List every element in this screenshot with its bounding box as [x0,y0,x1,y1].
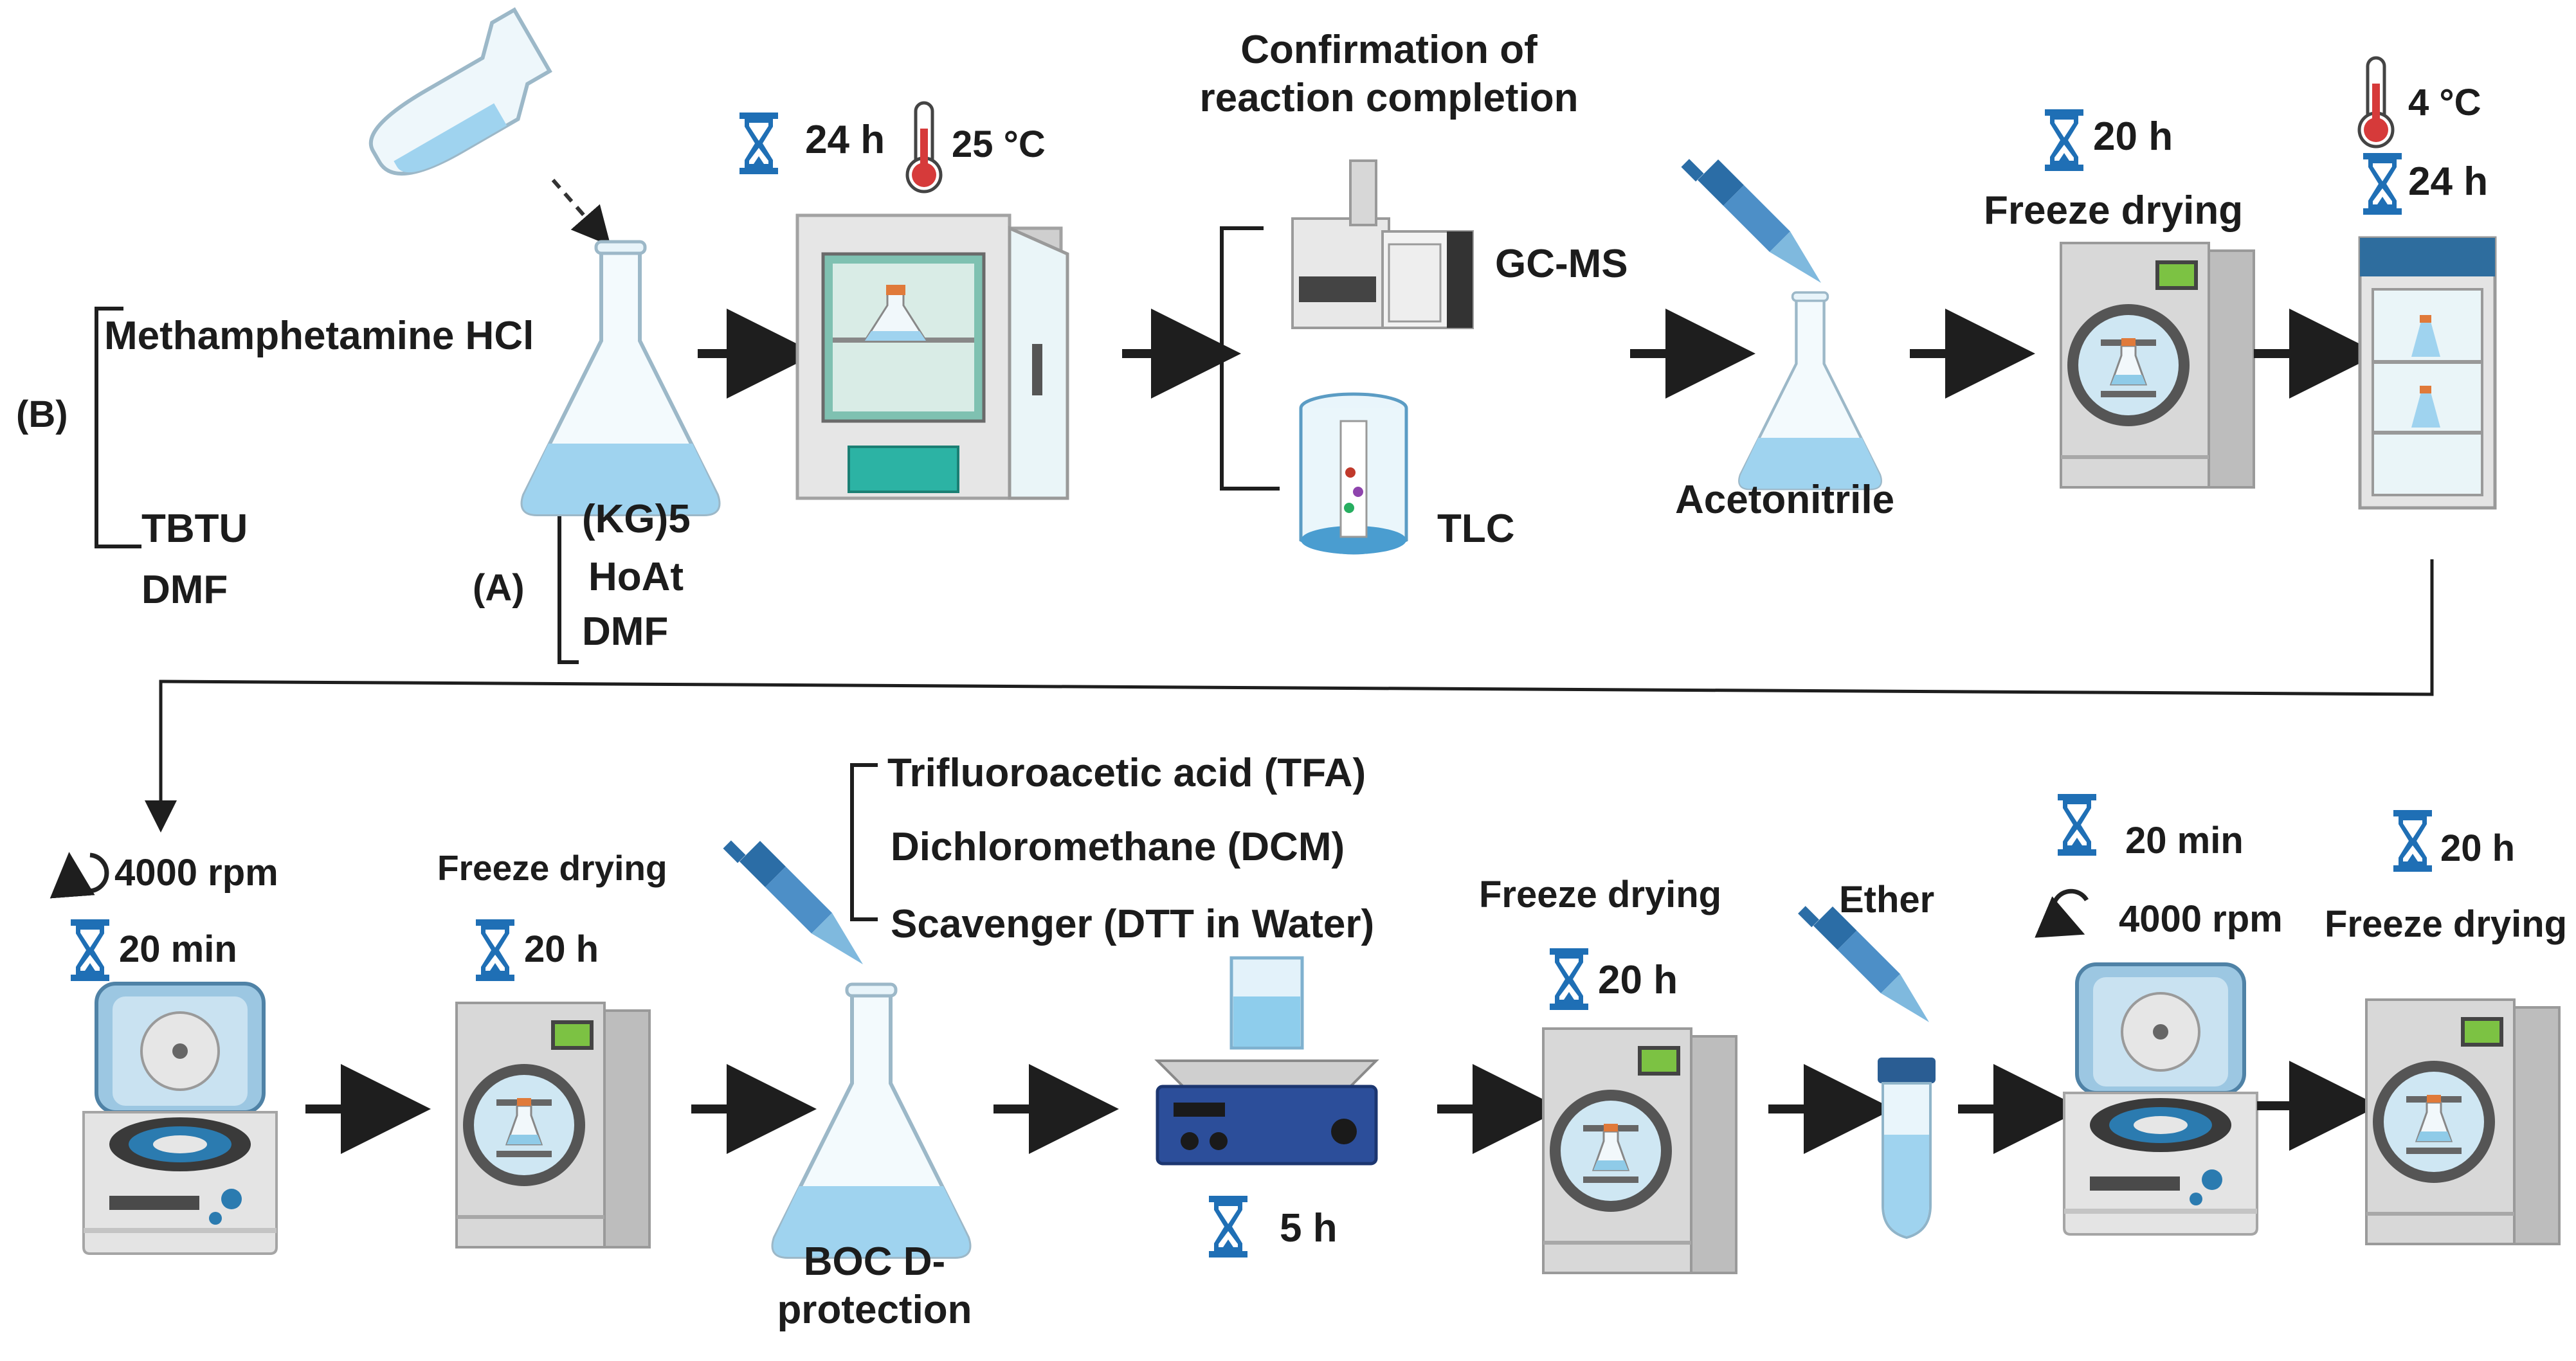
freeze4-time: 20 h [2440,827,2516,869]
freeze-dryer-icon [2061,243,2254,487]
gcms-icon [1291,159,1474,329]
reagent-methamphetamine: Methamphetamine HCl [104,314,534,358]
hourglass-icon [1209,1196,1247,1257]
pipette-icon [1798,906,1929,1022]
incubation-temperature: 25 °C [952,123,1046,165]
bracket-confirmation [1220,226,1280,491]
boc-label-2: protection [777,1288,972,1332]
centrifuge2-speed: 4000 rpm [2119,898,2283,940]
incubation-time: 24 h [805,118,885,162]
pouring-flask-icon [368,7,552,176]
freeze1-label: Freeze drying [1984,188,2244,233]
boc-label-1: BOC D- [803,1239,946,1284]
reagent-dmf-a: DMF [582,609,669,654]
incubator-icon [795,213,1069,500]
reagent-tbtu: TBTU [141,507,248,551]
fridge-temperature: 4 °C [2408,82,2481,123]
pour-arrow [551,179,611,246]
bracket-b [95,307,141,548]
reaction-flask-icon [523,242,719,514]
freeze4-label: Freeze drying [2325,903,2568,945]
reagent-hoat: HoAt [588,555,684,599]
thermometer-icon [2359,58,2393,147]
hourglass-icon [476,919,514,981]
centrifuge1-time: 20 min [119,928,237,970]
acetonitrile-flask-icon [1739,293,1881,489]
falcon-tube-icon [1878,1058,1936,1239]
freeze3-time: 20 h [1598,958,1678,1002]
freeze-dryer-icon [457,1003,649,1247]
hourglass-icon [2393,810,2432,872]
tlc-chamber-icon [1299,392,1408,555]
freeze-dryer-icon [2366,1000,2559,1244]
hourglass-icon [739,113,778,174]
bracket-tfa [850,763,878,921]
confirmation-title-2: reaction completion [1199,76,1579,120]
hourglass-icon [2363,153,2402,215]
dcm-item: Dichloromethane (DCM) [891,825,1345,869]
boc-flask-icon [774,984,970,1257]
refrigerator-icon [2358,236,2497,510]
pipette-icon [723,840,863,964]
hourglass-icon [1550,948,1588,1010]
bracket-a [558,512,579,664]
freeze2-time: 20 h [524,928,599,970]
method-gcms: GC-MS [1495,242,1628,286]
pipette-icon [1681,159,1821,283]
freeze-dryer-icon [1543,1029,1736,1273]
scavenger-item: Scavenger (DTT in Water) [891,902,1375,946]
hourglass-icon [2045,109,2083,171]
centrifuge-icon [2064,964,2257,1234]
rotation-icon [50,852,109,899]
ether-label: Ether [1839,879,1935,921]
centrifuge2-time: 20 min [2125,820,2244,861]
freeze3-label: Freeze drying [1479,874,1722,915]
freeze2-label: Freeze drying [437,848,667,888]
hourglass-icon [71,919,109,981]
confirmation-title-1: Confirmation of [1240,28,1537,72]
rotation-icon [2035,888,2089,938]
thermometer-icon [907,103,941,192]
centrifuge-icon [84,984,277,1254]
tag-b: (B) [16,393,68,435]
acetonitrile-label: Acetonitrile [1675,478,1895,522]
hourglass-icon [2058,794,2096,856]
stir-time: 5 h [1280,1206,1338,1250]
fridge-time: 24 h [2408,159,2489,204]
freeze1-time: 20 h [2093,114,2173,159]
tfa-item: Trifluoroacetic acid (TFA) [887,751,1366,795]
centrifuge1-speed: 4000 rpm [114,852,278,894]
reagent-kg5: (KG)5 [582,497,691,541]
tag-a: (A) [473,567,525,609]
reagent-dmf-b: DMF [141,568,228,612]
row-connector [145,559,2434,833]
magnetic-stirrer-icon [1154,956,1379,1166]
method-tlc: TLC [1437,507,1515,551]
